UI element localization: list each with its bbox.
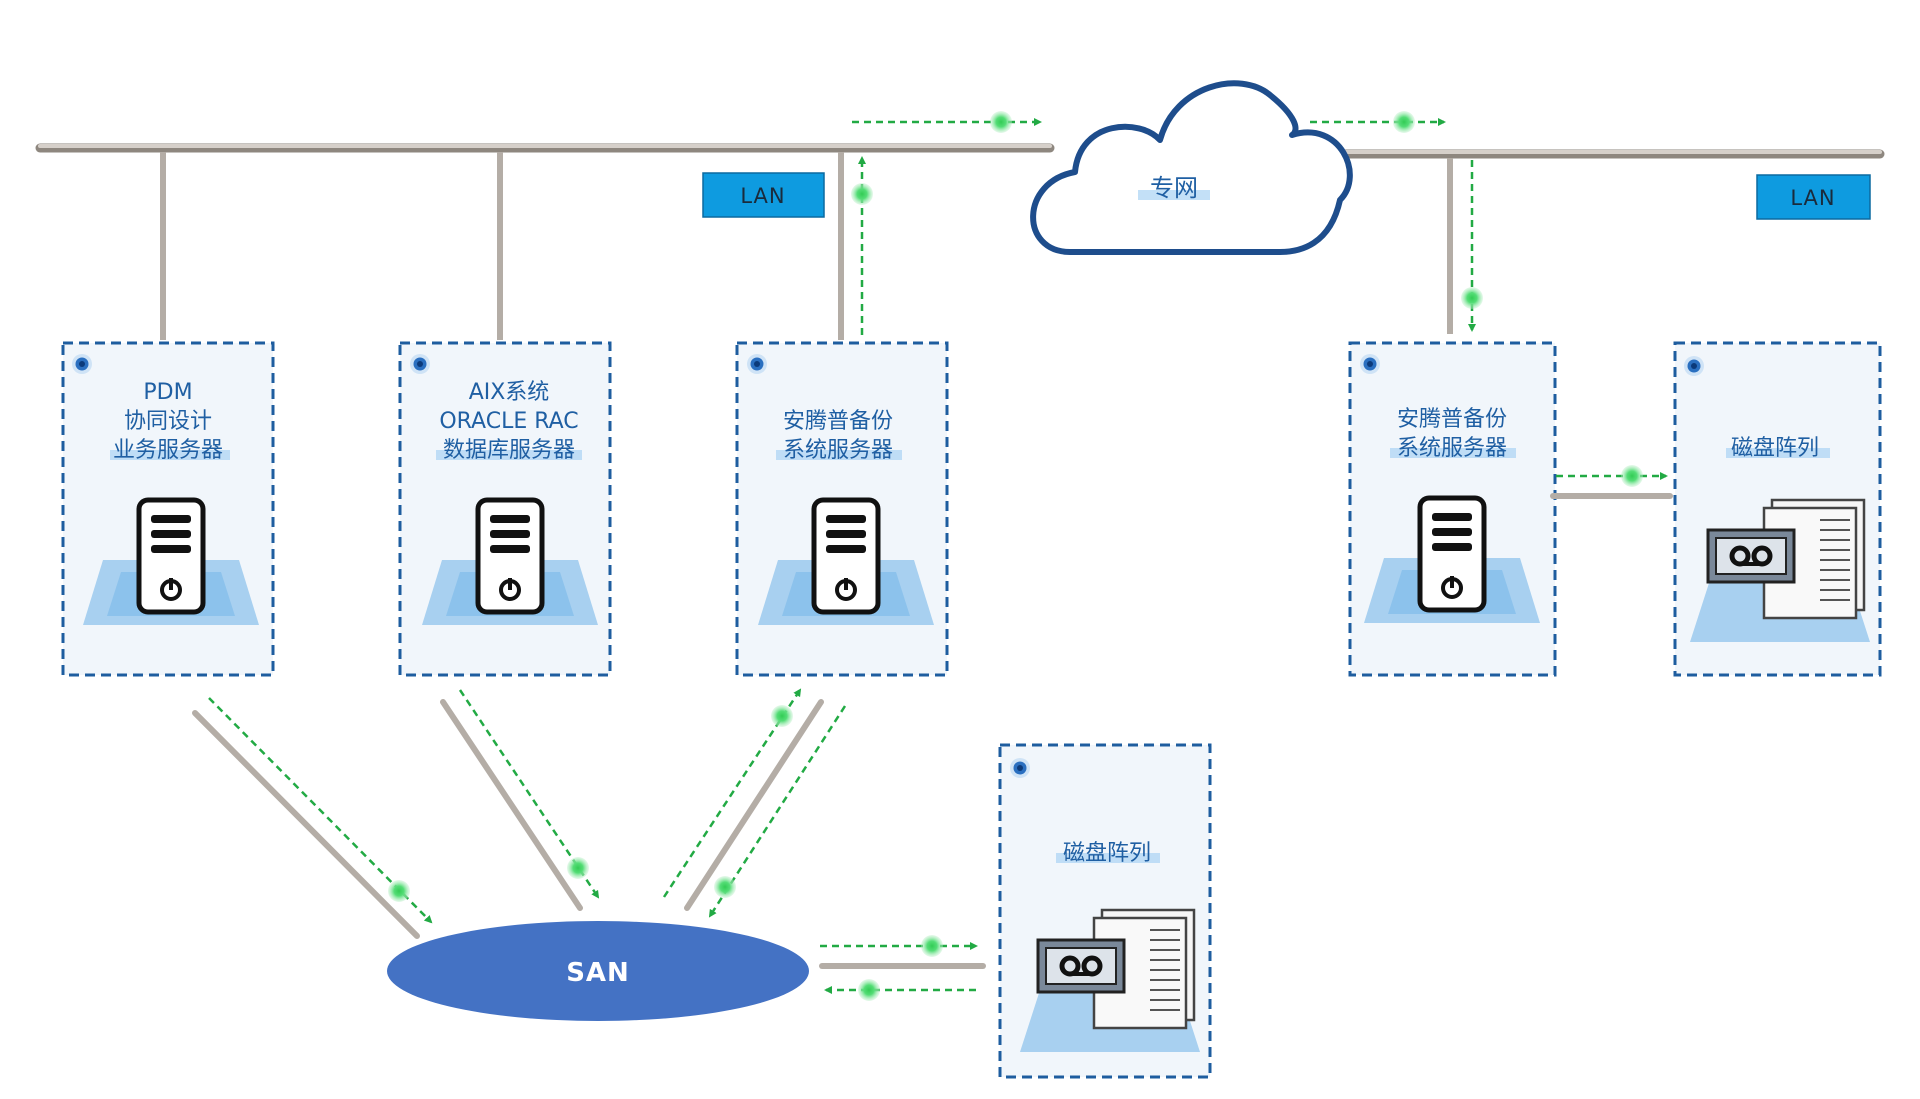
svg-text:数据库服务器: 数据库服务器 xyxy=(443,438,575,463)
svg-text:安腾普备份: 安腾普备份 xyxy=(1397,407,1507,432)
svg-text:SAN: SAN xyxy=(566,958,630,988)
node-backup-server-local[interactable]: 安腾普备份 系统服务器 xyxy=(735,341,949,677)
status-dot-icon xyxy=(1360,354,1380,374)
status-dot-icon xyxy=(410,354,430,374)
private-network-cloud: 专网 xyxy=(1030,80,1353,255)
status-dot-icon xyxy=(72,354,92,374)
lan-backbone-left xyxy=(35,143,1055,153)
node-backup-server-remote[interactable]: 安腾普备份 系统服务器 xyxy=(1348,341,1557,677)
node-disk-array-san[interactable]: 磁盘阵列 xyxy=(998,743,1212,1079)
flow-dot-icons xyxy=(388,111,1643,1001)
node-aix-db-server[interactable]: AIX系统 ORACLE RAC 数据库服务器 xyxy=(398,341,612,677)
svg-text:业务服务器: 业务服务器 xyxy=(113,438,223,463)
san-network: SAN xyxy=(387,921,809,1021)
svg-text:ORACLE RAC: ORACLE RAC xyxy=(439,409,578,434)
lan-drop-cables xyxy=(160,152,1453,340)
status-dot-icon xyxy=(1684,356,1704,376)
san-cables xyxy=(192,493,1673,969)
svg-text:系统服务器: 系统服务器 xyxy=(783,438,893,463)
status-dot-icon xyxy=(747,354,767,374)
svg-text:协同设计: 协同设计 xyxy=(124,409,212,434)
svg-text:安腾普备份: 安腾普备份 xyxy=(783,409,893,434)
svg-text:LAN: LAN xyxy=(740,184,785,208)
svg-text:AIX系统: AIX系统 xyxy=(469,380,550,405)
node-pdm-server[interactable]: PDM 协同设计 业务服务器 xyxy=(61,341,275,677)
node-disk-array-remote[interactable]: 磁盘阵列 xyxy=(1673,341,1882,677)
svg-text:磁盘阵列: 磁盘阵列 xyxy=(1731,436,1819,461)
lan-badge-right: LAN xyxy=(1756,174,1871,220)
status-dot-icon xyxy=(1010,758,1030,778)
svg-text:PDM: PDM xyxy=(143,380,192,405)
svg-text:系统服务器: 系统服务器 xyxy=(1397,436,1507,461)
svg-text:磁盘阵列: 磁盘阵列 xyxy=(1063,841,1151,866)
lan-backbone-right xyxy=(1311,149,1885,159)
lan-badge-left: LAN xyxy=(702,172,825,218)
svg-text:LAN: LAN xyxy=(1790,186,1835,210)
svg-text:专网: 专网 xyxy=(1150,174,1198,202)
